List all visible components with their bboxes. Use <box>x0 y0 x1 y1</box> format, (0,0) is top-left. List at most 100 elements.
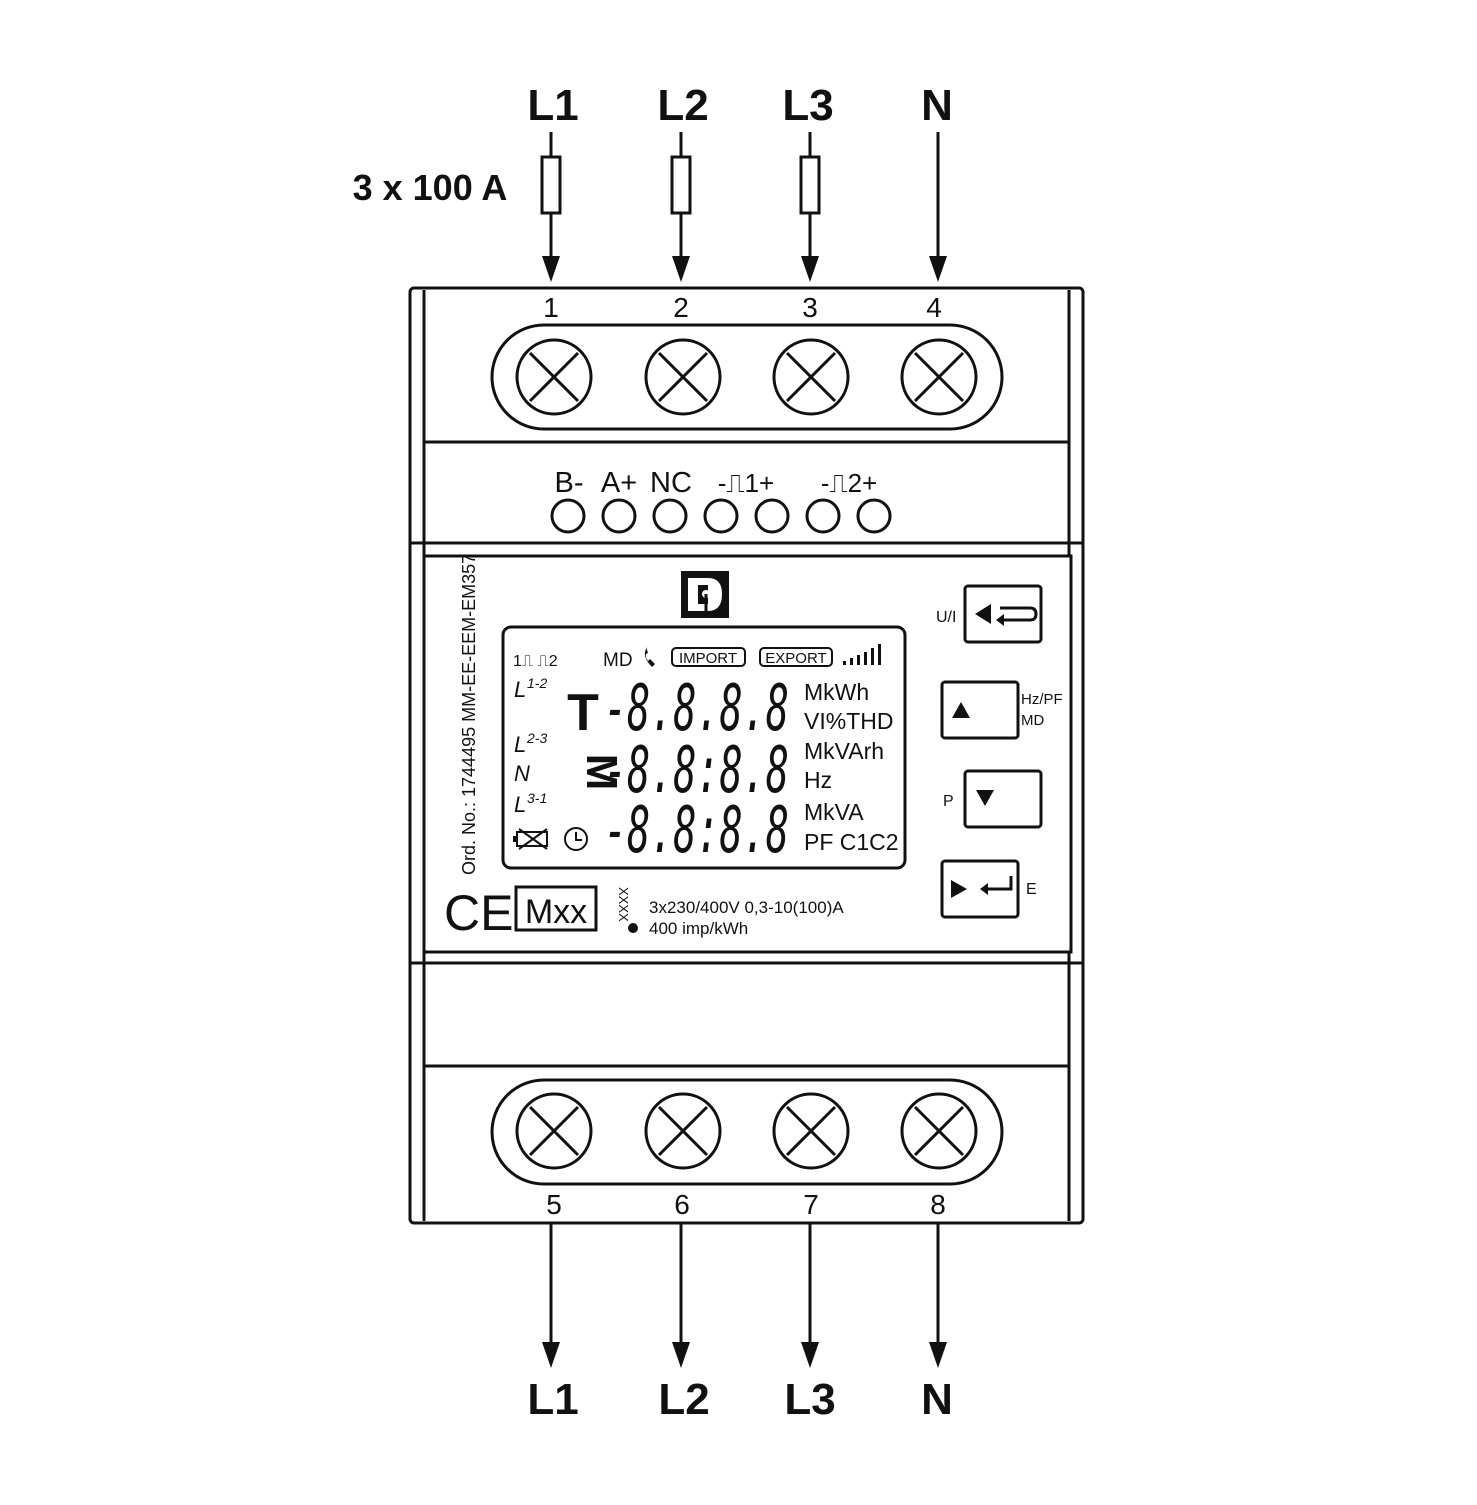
fuse-l3 <box>799 155 821 215</box>
lcd-phase-l23: L <box>514 732 526 757</box>
pulse-led-icon <box>628 923 638 933</box>
bottom-label-l3: L3 <box>784 1375 835 1424</box>
comm-terminal-b[interactable] <box>550 498 586 534</box>
battery-warning-icon <box>513 828 548 850</box>
lcd-phase-l23-sup: 2-3 <box>526 730 547 746</box>
back-button[interactable] <box>963 584 1043 644</box>
lcd-export-badge <box>759 647 833 667</box>
lcd-unit-mkwh: MkWh <box>804 679 869 705</box>
screw-terminal-1[interactable] <box>515 338 593 416</box>
lcd-phase-l12-sup: 1-2 <box>527 675 547 691</box>
bottom-label-n: N <box>921 1375 953 1424</box>
signal-strength-icon <box>843 644 881 665</box>
comm-terminal-nc[interactable] <box>652 498 688 534</box>
comm-label-nc: NC <box>650 467 692 499</box>
right-arrow-icon <box>951 880 967 898</box>
screw-terminal-2[interactable] <box>644 338 722 416</box>
top-wires <box>540 132 947 282</box>
terminal-number-6: 6 <box>674 1189 690 1220</box>
order-number: Ord. No.: 1744495 MM-EE-EEM-EM357 <box>459 554 479 875</box>
fuse-rating-label: 3 x 100 A <box>353 167 508 208</box>
top-supply-labels: L1 L2 L3 N <box>527 81 953 130</box>
screw-terminal-7[interactable] <box>772 1092 850 1170</box>
comm-terminals <box>550 498 892 534</box>
top-label-n: N <box>921 81 953 130</box>
lcd-phase-l31-sup: 3-1 <box>527 790 547 806</box>
bottom-label-l2: L2 <box>658 1375 709 1424</box>
terminal-number-8: 8 <box>930 1189 946 1220</box>
comm-terminal-a[interactable] <box>601 498 637 534</box>
terminal-number-3: 3 <box>802 292 818 323</box>
phone-icon <box>644 647 655 667</box>
lcd-row2-digits: -8.8:8.8 <box>604 734 789 808</box>
pulse1-minus-terminal[interactable] <box>703 498 739 534</box>
rating-line-2: 400 imp/kWh <box>649 919 748 938</box>
bottom-load-labels: L1 L2 L3 N <box>527 1375 953 1424</box>
button-label-ui: U/I <box>936 609 956 626</box>
lcd-export: EXPORT <box>765 650 826 667</box>
lcd-unit-pf: PF C1C2 <box>804 829 899 855</box>
terminal-number-7: 7 <box>803 1189 819 1220</box>
screw-terminal-8[interactable] <box>900 1092 978 1170</box>
screw-terminal-4[interactable] <box>900 338 978 416</box>
bottom-wires <box>542 1224 947 1368</box>
lcd-unit-mkva: MkVA <box>804 799 864 825</box>
terminal-number-1: 1 <box>543 292 559 323</box>
lcd-import: IMPORT <box>679 650 737 667</box>
bottom-terminal-block <box>490 1078 1004 1186</box>
lcd-unit-mkvarh: MkVArh <box>804 738 884 764</box>
button-label-e: E <box>1026 881 1037 898</box>
comm-label-b-minus: B- <box>555 467 584 499</box>
comm-terminal-labels: B- A+ NC -⎍1+ -⎍2+ <box>555 467 878 499</box>
top-terminal-numbers: 1 2 3 4 <box>543 292 942 323</box>
up-button[interactable] <box>940 680 1020 740</box>
pulse1-plus-terminal[interactable] <box>754 498 790 534</box>
screw-terminal-3[interactable] <box>772 338 850 416</box>
pulse2-plus-terminal[interactable] <box>856 498 892 534</box>
metrology-mark-box <box>514 885 598 932</box>
screw-terminal-5[interactable] <box>515 1092 593 1170</box>
fuse-l2 <box>670 155 692 215</box>
lcd-tariff-t: T <box>567 684 599 742</box>
enter-icon <box>986 876 1013 891</box>
pulse2-minus-terminal[interactable] <box>805 498 841 534</box>
lcd-import-badge <box>671 647 746 667</box>
comm-label-a-plus: A+ <box>601 467 637 499</box>
button-label-hzpf: Hz/PF <box>1021 691 1063 708</box>
lcd-tariff-m: M <box>577 754 626 791</box>
ce-mark: CE <box>444 885 513 941</box>
bottom-label-l1: L1 <box>527 1375 578 1424</box>
lcd-pulse-indicator: 1⎍ ⎍2 <box>513 653 558 670</box>
top-label-l1: L1 <box>527 81 578 130</box>
comm-label-pulse-1: -⎍1+ <box>718 468 775 498</box>
comm-label-pulse-2: -⎍2+ <box>821 468 878 498</box>
enter-button[interactable] <box>940 859 1020 919</box>
terminal-number-4: 4 <box>926 292 942 323</box>
metrology-mark: Mxx <box>525 893 587 931</box>
clock-icon <box>564 827 588 851</box>
button-label-md: MD <box>1021 712 1044 729</box>
fuse-l1 <box>540 155 562 215</box>
lcd-phase-n: N <box>514 761 530 786</box>
terminal-number-2: 2 <box>673 292 689 323</box>
top-terminal-block <box>490 323 1004 431</box>
down-arrow-icon <box>976 790 994 806</box>
year-code: XXXX <box>616 887 631 922</box>
top-label-l2: L2 <box>657 81 708 130</box>
top-label-l3: L3 <box>782 81 833 130</box>
up-arrow-icon <box>952 702 970 718</box>
lcd-unit-vithd: VI%THD <box>804 708 893 734</box>
bottom-terminal-numbers: 5 6 7 8 <box>546 1189 946 1220</box>
manufacturer-logo-icon <box>681 571 729 618</box>
button-label-p: P <box>943 793 954 810</box>
screw-terminal-6[interactable] <box>644 1092 722 1170</box>
rating-line-1: 3x230/400V 0,3-10(100)A <box>649 898 844 917</box>
down-button[interactable] <box>963 769 1043 829</box>
lcd-md: MD <box>603 650 633 671</box>
lcd-phase-l31: L <box>514 792 526 817</box>
lcd-row3-digits: -8.8:8.8 <box>604 794 789 868</box>
terminal-number-5: 5 <box>546 1189 562 1220</box>
lcd-row1-digits: -8.8.8.8 <box>604 672 789 746</box>
